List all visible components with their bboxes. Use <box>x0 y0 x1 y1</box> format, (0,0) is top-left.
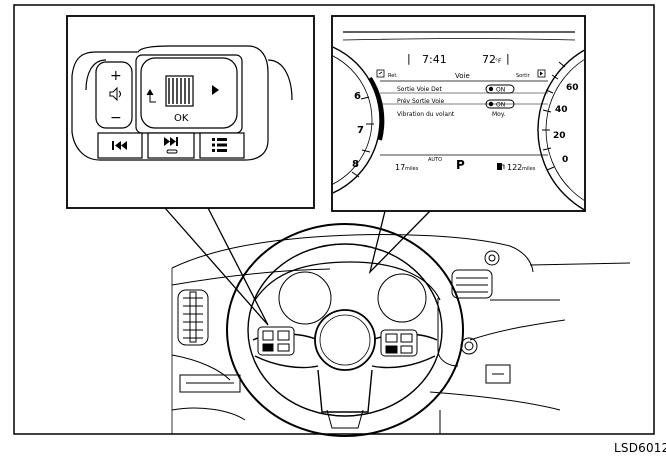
cluster-left-gauge <box>278 271 332 325</box>
back-icon <box>146 89 156 103</box>
dashboard-illustration <box>171 233 631 434</box>
menu-icon <box>212 138 227 152</box>
next-track-button[interactable] <box>147 132 195 159</box>
row-wheel-vibration-value: Moy. <box>492 111 506 118</box>
row-lane-departure-label: Sortie Voie Det <box>397 86 442 93</box>
next-track-icon <box>164 137 178 154</box>
trip-distance-value: 17 <box>395 163 405 172</box>
wheel-left-switches <box>257 326 295 356</box>
speedometer-gauge <box>537 49 584 210</box>
toggle-prev-sortie-voie[interactable] <box>485 99 515 109</box>
drive-mode-label: AUTO <box>428 157 442 163</box>
right-arrow-icon <box>212 85 219 95</box>
wheel-hub <box>314 309 376 371</box>
temperature: 72 <box>482 53 496 66</box>
row-wheel-vibration-label: Vibration du volant <box>397 111 455 118</box>
display-callout-box: | 7:41 72 °F | Ret. Voie Sortir Sortie V… <box>331 15 586 212</box>
volume-plus-label: + <box>110 68 122 84</box>
tach-label-8: 8 <box>352 159 359 170</box>
volume-minus-label: − <box>110 110 122 126</box>
tach-label-7: 7 <box>357 125 364 136</box>
switch-callout-box: + − OK <box>66 15 315 209</box>
clock-bar-left: | <box>407 52 411 65</box>
volume-icon <box>109 86 121 102</box>
volume-rocker[interactable] <box>95 61 133 129</box>
toggle-sortie-voie[interactable] <box>485 84 515 94</box>
fuel-range-value: 122 <box>507 163 522 172</box>
clock: 7:41 <box>422 53 447 66</box>
steering-wheel <box>226 223 464 437</box>
figure-code: LSD6012 <box>614 441 666 455</box>
ok-thumb-wheel[interactable] <box>165 75 194 107</box>
wheel-right-switches <box>380 329 418 357</box>
cluster-right-gauge <box>377 273 427 323</box>
speed-label-20: 20 <box>553 131 566 141</box>
trip-distance-unit: miles <box>405 166 419 172</box>
wheel-rim-outer <box>226 223 464 437</box>
row-lane-departure-value: ON <box>496 87 505 94</box>
gear-indicator: P <box>456 158 465 172</box>
fuel-icon <box>497 163 505 170</box>
row-lane-prevention-label: Prév Sortie Voie <box>397 98 445 105</box>
previous-track-icon <box>112 141 127 150</box>
exit-label: Sortir <box>516 73 531 79</box>
screen-title: Voie <box>455 72 470 80</box>
cluster-hood <box>254 261 441 301</box>
speed-label-0: 0 <box>562 155 568 165</box>
wheel-rim-inner <box>247 243 443 417</box>
return-label: Ret. <box>388 73 398 79</box>
temperature-unit: °F <box>495 58 502 65</box>
speed-label-40: 40 <box>555 105 568 115</box>
row-lane-prevention-value: ON <box>496 102 505 109</box>
clock-bar-right: | <box>506 52 510 65</box>
speed-label-60: 60 <box>566 83 579 93</box>
knob-upper-right <box>484 250 500 266</box>
fuel-range-unit: miles <box>522 166 536 172</box>
tachometer-gauge <box>333 46 385 194</box>
tach-label-6: 6 <box>354 91 361 102</box>
left-vent <box>177 289 209 346</box>
ok-label: OK <box>174 113 189 124</box>
callout-pointers <box>164 207 431 326</box>
